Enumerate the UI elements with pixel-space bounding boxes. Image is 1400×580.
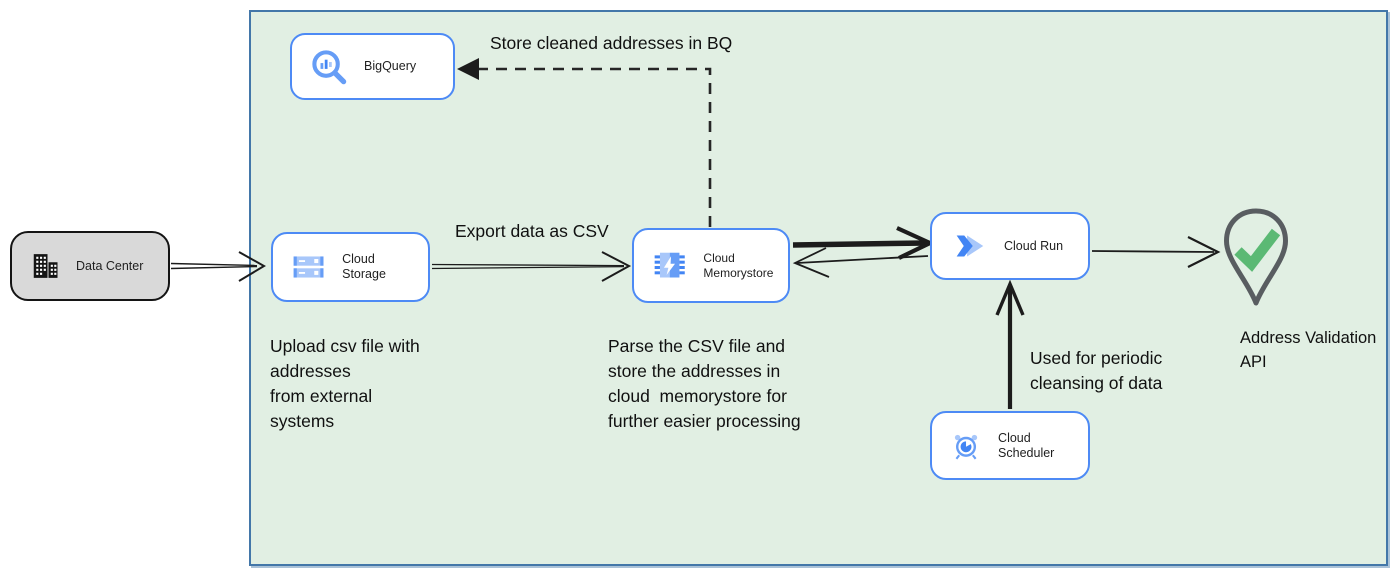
node-bigquery[interactable]: BigQuery xyxy=(290,33,455,100)
note-line: addresses xyxy=(270,361,351,381)
node-label: BigQuery xyxy=(364,59,417,73)
note-line: cloud memorystore for xyxy=(608,386,787,406)
gcp-boundary-zone[interactable] xyxy=(249,10,1388,566)
node-label: Cloud Run xyxy=(1004,238,1064,253)
node-label: Data Center xyxy=(76,258,144,273)
node-address-validation-api[interactable] xyxy=(1219,207,1293,309)
note-line: Upload csv file with xyxy=(270,336,420,356)
note-line: further easier processing xyxy=(608,411,801,431)
note-line: systems xyxy=(270,411,335,431)
edge-label-export-csv: Export data as CSV xyxy=(455,221,609,241)
node-cloud-run[interactable]: Cloud Run xyxy=(930,212,1090,280)
location-pin-check-icon xyxy=(1224,208,1288,306)
note-line: from external xyxy=(270,386,373,406)
scheduler-clock-icon xyxy=(954,434,978,459)
building-icon xyxy=(33,254,58,278)
node-label-address-validation: Address Validation API xyxy=(1240,329,1377,371)
edge-label-line: Used for periodic xyxy=(1030,348,1163,368)
cloud-run-icon xyxy=(956,235,984,257)
node-cloud-scheduler[interactable]: Cloud Scheduler xyxy=(930,411,1090,480)
edge-label-periodic-cleansing: Used for periodic cleansing of data xyxy=(1030,346,1162,396)
note-line: store the addresses in xyxy=(608,361,781,381)
node-label: Cloud Scheduler xyxy=(998,430,1055,460)
note-line: Parse the CSV file and xyxy=(608,336,786,356)
memorystore-chip-icon xyxy=(654,252,685,278)
node-label: Cloud Memorystore xyxy=(703,250,774,280)
note-parse-csv: Parse the CSV file and store the address… xyxy=(608,334,801,434)
note-upload-csv: Upload csv file with addresses from exte… xyxy=(270,334,420,434)
bigquery-magnifier-icon xyxy=(312,49,347,84)
edge-label-line: cleansing of data xyxy=(1030,373,1163,393)
node-data-center[interactable]: Data Center xyxy=(10,231,170,301)
cloud-storage-icon xyxy=(293,256,324,278)
edge-label-store-cleaned-bq: Store cleaned addresses in BQ xyxy=(490,33,733,53)
node-cloud-memorystore[interactable]: Cloud Memorystore xyxy=(632,228,790,303)
node-label: Cloud Storage xyxy=(342,252,386,281)
node-cloud-storage[interactable]: Cloud Storage xyxy=(271,232,430,302)
